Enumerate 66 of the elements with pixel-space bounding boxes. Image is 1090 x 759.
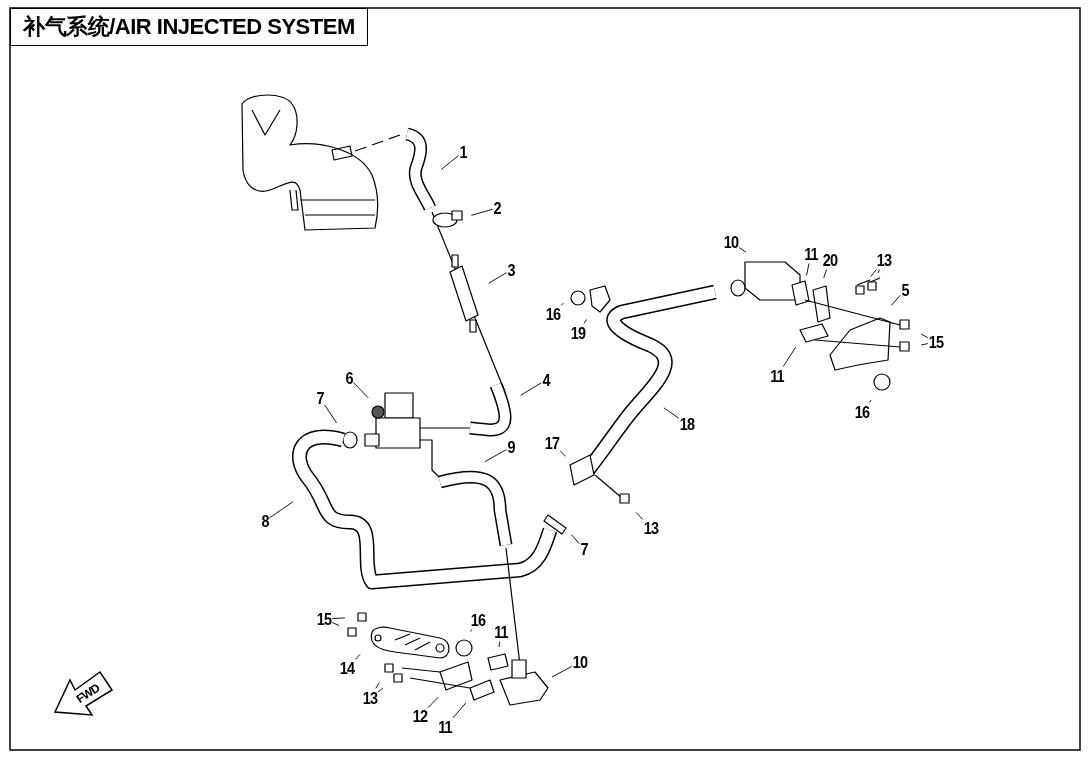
leader-line [520, 382, 542, 396]
leader-line [570, 534, 580, 545]
callout-number: 1 [459, 143, 467, 161]
leader-line [331, 622, 340, 626]
leader-line [331, 617, 346, 620]
callout-number: 9 [507, 438, 515, 456]
leader-line [663, 407, 680, 419]
title: 补气系统/AIR INJECTED SYSTEM [10, 8, 368, 46]
leader-line [324, 404, 338, 424]
callout-number: 13 [876, 251, 892, 269]
callout-number: 13 [362, 689, 378, 707]
leader-line [920, 333, 929, 339]
callout-number: 15 [928, 333, 944, 351]
callout-number: 12 [412, 707, 428, 725]
callout-number: 11 [804, 245, 818, 263]
callout-number: 15 [316, 610, 332, 628]
callout-number: 5 [901, 281, 909, 299]
leader-line [877, 269, 881, 274]
leader-line [427, 696, 439, 708]
leader-line [870, 269, 877, 278]
leader-line [782, 346, 797, 367]
callout-number: 11 [494, 623, 508, 641]
callout-number: 17 [544, 434, 560, 452]
leader-line [484, 449, 507, 463]
leader-line [269, 501, 294, 519]
leader-line [470, 208, 493, 216]
leader-line [470, 629, 473, 632]
leader-line [375, 682, 380, 689]
callout-number: 2 [493, 199, 501, 217]
leader-line [823, 269, 828, 279]
leader-line [354, 653, 361, 660]
leader-line [353, 382, 369, 399]
leader-line [635, 511, 644, 520]
leader-line [920, 343, 929, 346]
callout-number: 10 [723, 233, 739, 251]
leader-line [559, 450, 567, 457]
callout-number: 13 [643, 519, 659, 537]
leader-line [440, 155, 459, 170]
direction-label: FWD [73, 680, 103, 708]
leader-line [551, 665, 573, 678]
callout-number: 16 [545, 305, 561, 323]
leader-line [806, 263, 810, 276]
leader-line [452, 702, 467, 719]
callout-number: 7 [580, 540, 588, 558]
callout-number: 20 [822, 251, 838, 269]
callout-number: 16 [854, 403, 870, 421]
callout-number: 7 [316, 389, 324, 407]
leader-line [488, 272, 507, 284]
callout-number: 18 [679, 415, 695, 433]
callout-number: 8 [261, 512, 269, 530]
callout-number: 19 [570, 324, 586, 342]
callout-number: 11 [770, 367, 784, 385]
callout-number: 3 [507, 261, 515, 279]
leader-line [868, 399, 872, 403]
leader-line [498, 641, 501, 648]
callout-number: 14 [339, 659, 355, 677]
callout-number: 6 [345, 369, 353, 387]
callout-number: 16 [470, 611, 486, 629]
callout-number: 4 [542, 371, 550, 389]
callout-number: 10 [572, 653, 588, 671]
leader-line [738, 247, 747, 253]
leader-line [377, 687, 384, 693]
leader-line [583, 319, 587, 324]
leader-line [890, 294, 901, 306]
callout-number: 11 [438, 718, 452, 736]
leader-line [560, 302, 564, 306]
